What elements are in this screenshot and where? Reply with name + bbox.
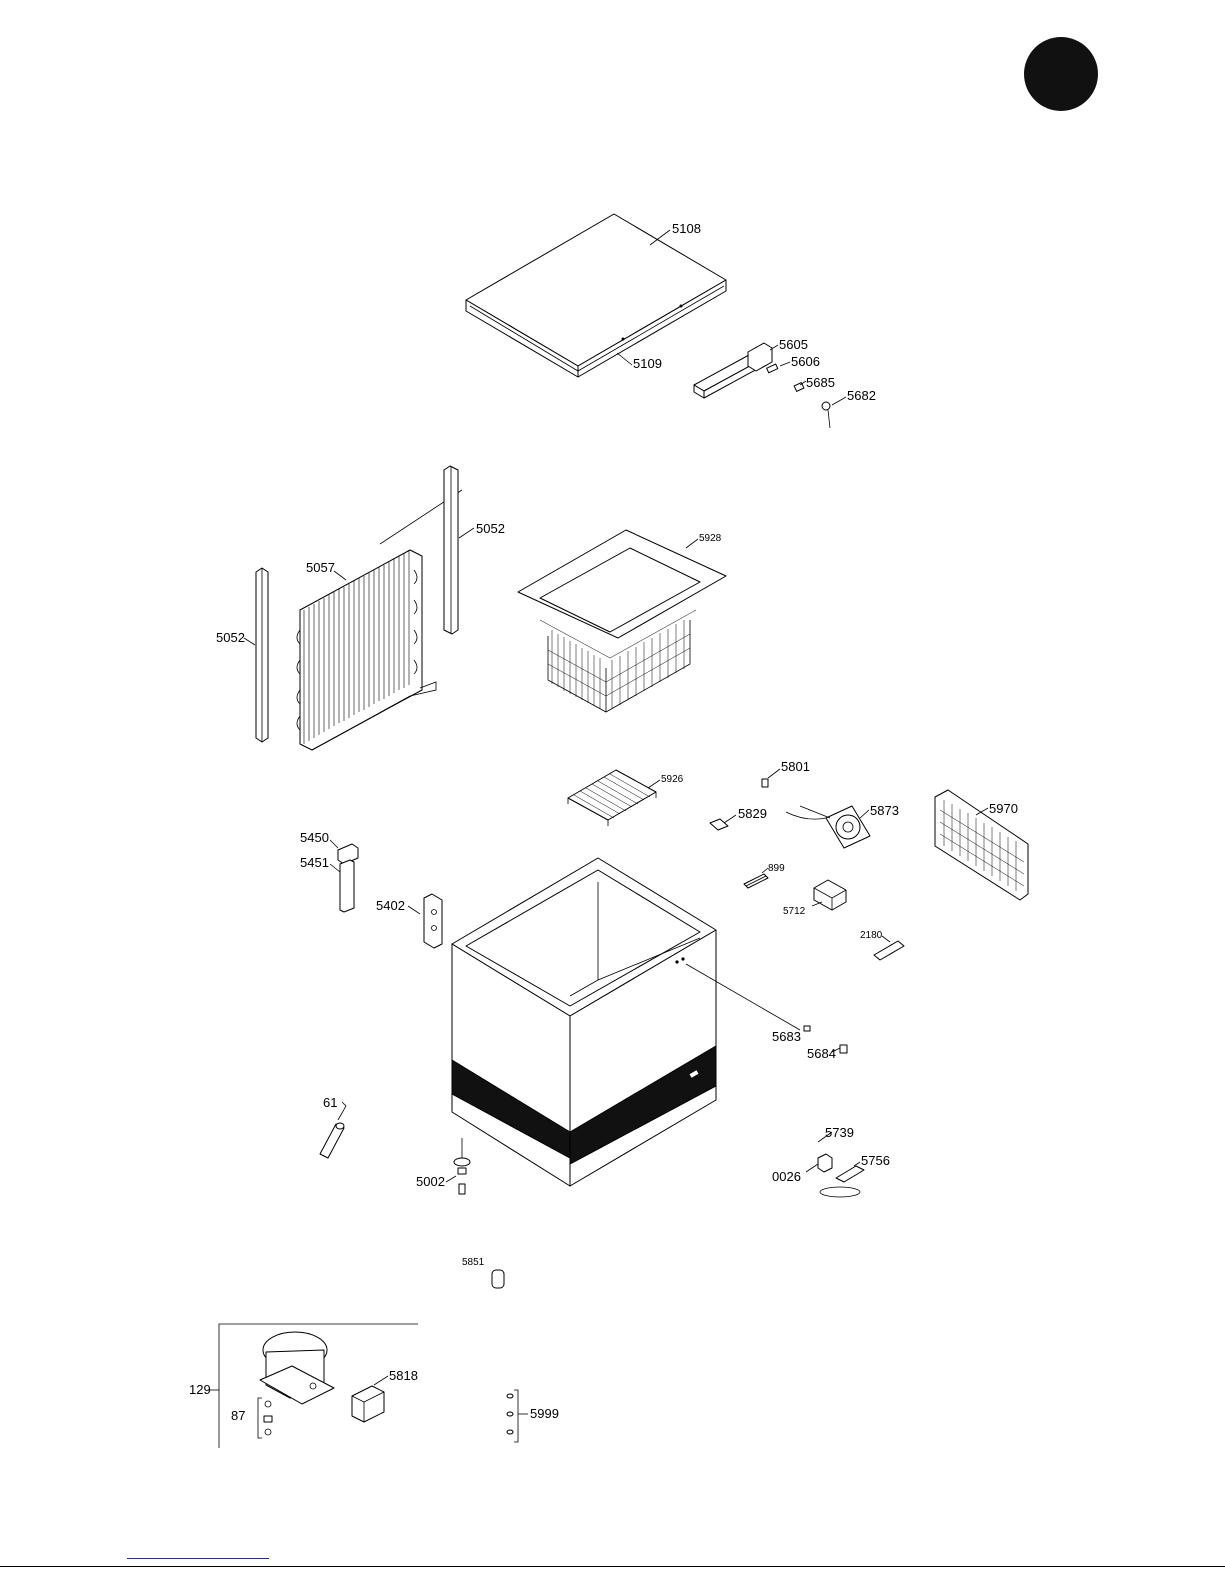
- part-sensor-2180: [874, 941, 904, 960]
- label-5402: 5402: [376, 898, 405, 913]
- label-5712: 5712: [783, 906, 806, 917]
- label-61: 61: [323, 1095, 337, 1110]
- part-wire-899: [744, 874, 768, 888]
- label-5109: 5109: [633, 356, 662, 371]
- footer-link-underline[interactable]: [127, 1558, 269, 1559]
- label-129: 129: [189, 1382, 211, 1397]
- label-5052-right: 5052: [476, 521, 505, 536]
- label-5739: 5739: [825, 1125, 854, 1140]
- part-fan: [786, 806, 870, 848]
- part-handle: [694, 343, 772, 398]
- part-shelf: [568, 770, 656, 826]
- part-relay-5818: [352, 1386, 384, 1422]
- part-cabinet: [452, 858, 716, 1186]
- label-0026: 0026: [772, 1169, 801, 1184]
- label-5682: 5682: [847, 388, 876, 403]
- label-5685: 5685: [806, 375, 835, 390]
- label-5450: 5450: [300, 830, 329, 845]
- label-5851: 5851: [462, 1257, 485, 1268]
- part-screws-5999: [507, 1390, 518, 1442]
- part-5851: [492, 1270, 504, 1288]
- label-5801: 5801: [781, 759, 810, 774]
- label-5052-left: 5052: [216, 630, 245, 645]
- part-compressor: [260, 1332, 334, 1404]
- page-badge-circle: [1024, 37, 1098, 111]
- footer-rule: [0, 1566, 1225, 1567]
- label-5684: 5684: [807, 1046, 836, 1061]
- label-5605: 5605: [779, 337, 808, 352]
- label-5829: 5829: [738, 806, 767, 821]
- label-2180: 2180: [860, 930, 883, 941]
- part-grommets-87: [258, 1398, 272, 1438]
- label-5057: 5057: [306, 560, 335, 575]
- label-5873: 5873: [870, 803, 899, 818]
- part-rail-right: [444, 466, 458, 634]
- label-5928: 5928: [699, 533, 722, 544]
- label-899: 899: [768, 863, 785, 874]
- part-basket: [518, 530, 726, 712]
- part-hinge-5450: [338, 844, 358, 912]
- label-5002: 5002: [416, 1174, 445, 1189]
- label-5606: 5606: [791, 354, 820, 369]
- label-5999: 5999: [530, 1406, 559, 1421]
- label-5756: 5756: [861, 1153, 890, 1168]
- part-condenser: [297, 550, 436, 750]
- part-lid: [466, 214, 726, 377]
- label-5108: 5108: [672, 221, 701, 236]
- part-hinge-5402: [424, 894, 442, 948]
- part-foot-5002: [454, 1138, 470, 1194]
- label-5970: 5970: [989, 801, 1018, 816]
- label-87: 87: [231, 1408, 245, 1423]
- part-rail-left: [256, 568, 268, 742]
- label-5683: 5683: [772, 1029, 801, 1044]
- label-5926: 5926: [661, 774, 684, 785]
- label-5818: 5818: [389, 1368, 418, 1383]
- label-5451: 5451: [300, 855, 329, 870]
- part-display-5712: [814, 880, 846, 910]
- part-drain-61: [320, 1123, 344, 1158]
